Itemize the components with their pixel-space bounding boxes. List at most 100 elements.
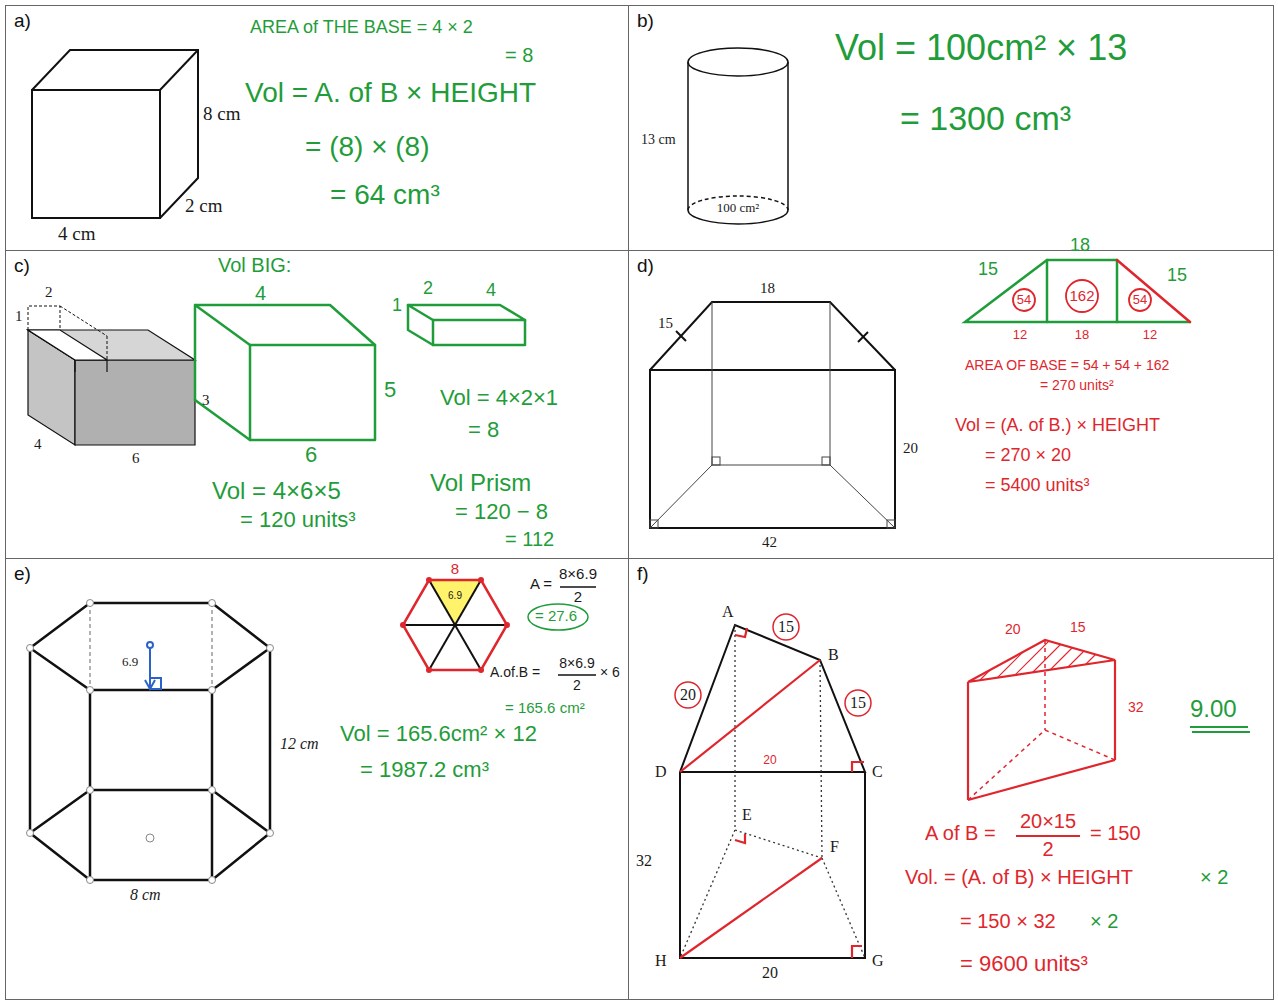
hidden-edges [650,465,712,528]
hexagonal-prism-figure [89,690,92,880]
dimension-label: 8 cm [203,104,240,125]
handwritten-sketch [426,667,432,673]
handwritten-sketch [478,577,484,583]
handwritten-note: × 6 [600,665,620,680]
handwritten-note: 9.00 [1190,696,1237,722]
dimension-label: 2 cm [185,196,222,217]
answer-circle [1066,280,1098,312]
handwritten-note: = (8) × (8) [305,132,429,163]
trapezoidal-prism-figure [858,332,868,342]
handwritten-note: Vol = 165.6cm² × 12 [340,722,537,746]
handwritten-sketch [426,577,432,583]
handwritten-sketch [968,760,1115,800]
answer-circle [1013,280,1151,312]
handwritten-note: = 5400 units³ [985,476,1090,496]
answer-circle [675,614,871,716]
cylinder-figure [787,62,789,210]
handwritten-note: Vol = 100cm² × 13 [835,28,1127,68]
dimension-label: 32 [636,852,652,870]
handwritten-note: 12 [1143,328,1157,342]
trapezoidal-prism-figure [650,302,895,528]
hidden-edges [712,302,713,465]
dimension-label: 15 [778,618,794,636]
dimension-label: B [828,646,839,664]
dimension-label: E [742,806,752,824]
hexagonal-prism-figure [269,648,272,833]
triangular-prism-figure [680,625,865,958]
handwritten-note: Vol = A. of B × HEIGHT [245,78,536,109]
problem-letter: a) [6,6,39,37]
dimension-label: 1 [15,308,23,325]
cuboid-figure [32,90,160,218]
handwritten-sketch [504,622,510,628]
vertex-dot [87,687,94,694]
handwritten-note: 4 [486,281,496,301]
vertex-dot [209,687,216,694]
problem-letter: e) [6,559,39,590]
handwritten-note: A.of.B = [490,665,540,680]
hidden-edges [820,660,822,858]
apothem-arrow [147,642,153,648]
vertex-dot [87,600,94,607]
vertex-dot [87,787,94,794]
vertex-dot [209,787,216,794]
handwritten-note: × 2 [1090,910,1118,932]
handwritten-sketch [852,946,862,958]
vertex-dot [146,834,154,842]
dimension-label: C [872,763,883,781]
problem-cell: d) [628,250,1274,559]
handwritten-note: 18 [1070,236,1090,256]
cylinder-figure [688,48,788,76]
removed-piece-outline [60,306,107,336]
handwritten-note: × 2 [1200,866,1228,888]
handwritten-note: 15 [978,260,998,280]
fraction-bar [558,587,596,675]
problem-letter: c) [6,251,38,282]
handwritten-sketch [735,628,747,637]
dimension-label: 6 [132,450,140,467]
vertex-dot [209,600,216,607]
trapezoidal-prism-figure [676,331,686,341]
problem-letter: b) [629,6,662,37]
problem-cell: e) [5,558,629,1000]
trapezoidal-prism-figure [650,370,895,528]
handwritten-note: = 150 [1090,822,1141,844]
handwritten-sketch [680,660,820,772]
handwritten-note: = 1987.2 cm³ [360,758,489,782]
hexagonal-prism-figure [30,603,270,880]
removed-piece-outline [28,306,60,330]
handwritten-note: 2 [574,589,582,606]
dimension-label: 15 [658,315,673,332]
answer-circle [675,682,701,708]
handwritten-note: 15 [1070,620,1086,635]
handwritten-note: 5 [384,378,396,402]
dimension-label: 2 [45,284,53,301]
dimension-label: 20 [680,686,696,704]
handwritten-sketch [433,320,525,345]
dimension-label: 13 cm [641,132,676,147]
hidden-edges [822,858,865,958]
vertex-dot [27,645,34,652]
handwritten-note: = 270 units² [1040,378,1114,393]
handwritten-sketch [968,640,1115,682]
answer-underline [1192,731,1250,733]
dimension-label: D [655,763,667,781]
handwritten-sketch [408,305,525,320]
answer-circle [1129,289,1151,311]
handwritten-sketch [1045,730,1115,760]
handwritten-note: 12 [1013,328,1027,342]
dimension-label: 100 cm² [717,201,760,215]
handwritten-note: 8×6.9 [559,566,597,583]
dimension-label: F [830,838,839,856]
answer-circle [528,604,588,630]
dimension-label: 8 cm [130,886,161,904]
handwritten-note: = 270 × 20 [985,446,1071,466]
handwritten-note: 6.9 [448,590,462,601]
handwritten-sketch [940,600,1150,800]
answer-circle [528,604,588,630]
handwritten-sketch [1030,600,1150,720]
handwritten-note: 32 [1128,700,1144,715]
hidden-edges [90,603,91,690]
handwritten-note: AREA of THE BASE = 4 × 2 [250,18,473,38]
handwritten-sketch [195,305,375,440]
